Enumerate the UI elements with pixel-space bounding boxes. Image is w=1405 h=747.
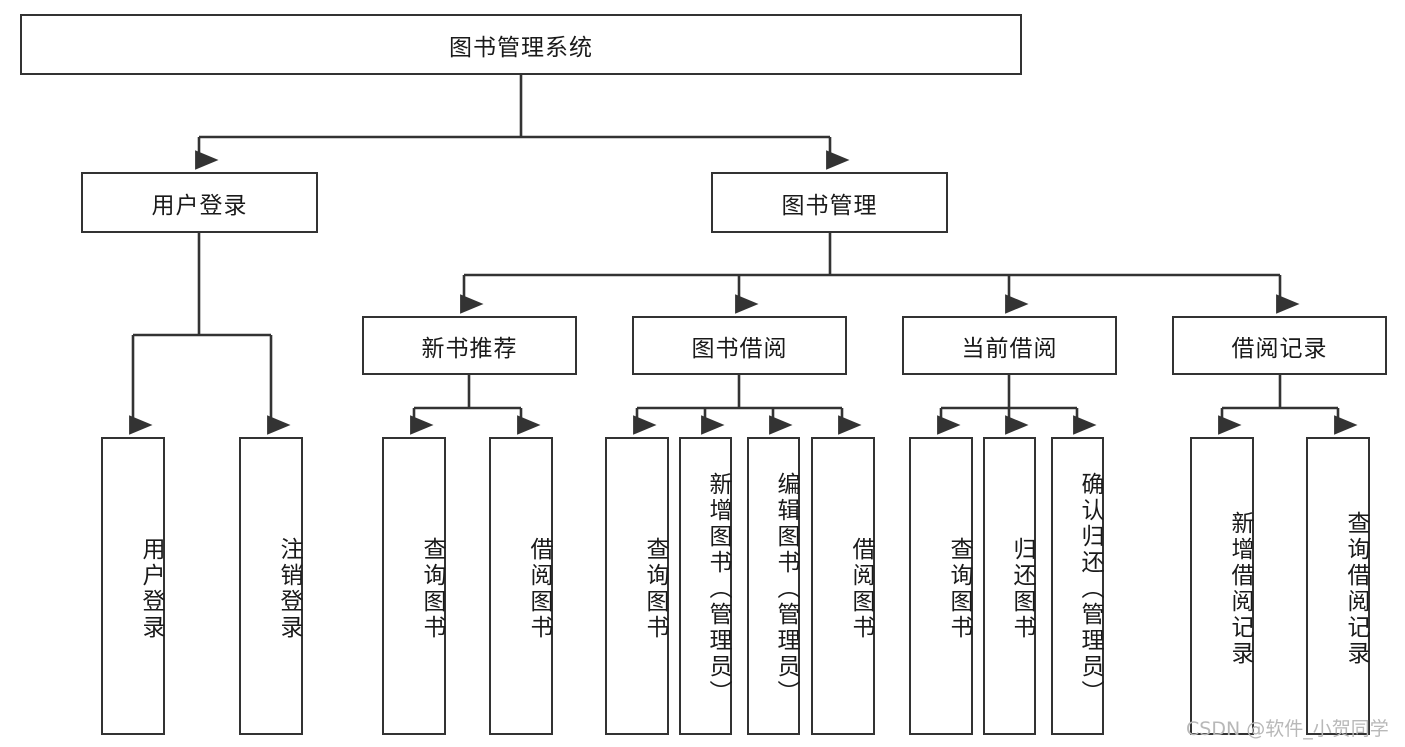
node-book-borrow-label: 图书借阅: [691, 335, 788, 362]
node-borrow-record-label: 借阅记录: [1231, 335, 1328, 362]
node-user-login[interactable]: 用户登录: [81, 172, 318, 233]
leaf-query-book-2-label: 查询图书: [642, 537, 668, 641]
node-book-borrow[interactable]: 图书借阅: [632, 316, 847, 375]
leaf-borrow-book-2-label: 借阅图书: [848, 537, 874, 641]
leaf-logout-label: 注销登录: [276, 537, 302, 641]
leaf-user-login-label: 用户登录: [138, 537, 164, 641]
node-root-label: 图书管理系统: [449, 34, 593, 61]
leaf-query-record-label: 查询借阅记录: [1343, 511, 1369, 667]
node-current-borrow[interactable]: 当前借阅: [902, 316, 1117, 375]
leaf-confirm-return[interactable]: 确认归还（管理员）: [1051, 437, 1104, 735]
leaf-confirm-return-label: 确认归还（管理员）: [1077, 472, 1103, 706]
leaf-return-book[interactable]: 归还图书: [983, 437, 1036, 735]
leaf-user-login[interactable]: 用户登录: [101, 437, 165, 735]
node-book-manage-label: 图书管理: [781, 192, 878, 219]
leaf-edit-book[interactable]: 编辑图书（管理员）: [747, 437, 800, 735]
leaf-query-book-2[interactable]: 查询图书: [605, 437, 669, 735]
node-borrow-record[interactable]: 借阅记录: [1172, 316, 1387, 375]
leaf-edit-book-label: 编辑图书（管理员）: [773, 472, 799, 706]
leaf-add-book[interactable]: 新增图书（管理员）: [679, 437, 732, 735]
leaf-borrow-book-1[interactable]: 借阅图书: [489, 437, 553, 735]
node-new-book-rec[interactable]: 新书推荐: [362, 316, 577, 375]
leaf-borrow-book-2[interactable]: 借阅图书: [811, 437, 875, 735]
node-new-book-rec-label: 新书推荐: [421, 335, 518, 362]
node-book-manage[interactable]: 图书管理: [711, 172, 948, 233]
leaf-add-book-label: 新增图书（管理员）: [705, 472, 731, 706]
leaf-return-book-label: 归还图书: [1009, 537, 1035, 641]
node-root[interactable]: 图书管理系统: [20, 14, 1022, 75]
node-current-borrow-label: 当前借阅: [961, 335, 1058, 362]
leaf-query-book-1-label: 查询图书: [419, 537, 445, 641]
leaf-query-book-3-label: 查询图书: [946, 537, 972, 641]
leaf-borrow-book-1-label: 借阅图书: [526, 537, 552, 641]
leaf-query-book-3[interactable]: 查询图书: [909, 437, 973, 735]
leaf-add-record[interactable]: 新增借阅记录: [1190, 437, 1254, 735]
leaf-add-record-label: 新增借阅记录: [1227, 511, 1253, 667]
leaf-query-record[interactable]: 查询借阅记录: [1306, 437, 1370, 735]
node-user-login-label: 用户登录: [151, 192, 248, 219]
watermark-text: CSDN @软件_小贺同学: [1186, 718, 1389, 740]
leaf-logout[interactable]: 注销登录: [239, 437, 303, 735]
leaf-query-book-1[interactable]: 查询图书: [382, 437, 446, 735]
